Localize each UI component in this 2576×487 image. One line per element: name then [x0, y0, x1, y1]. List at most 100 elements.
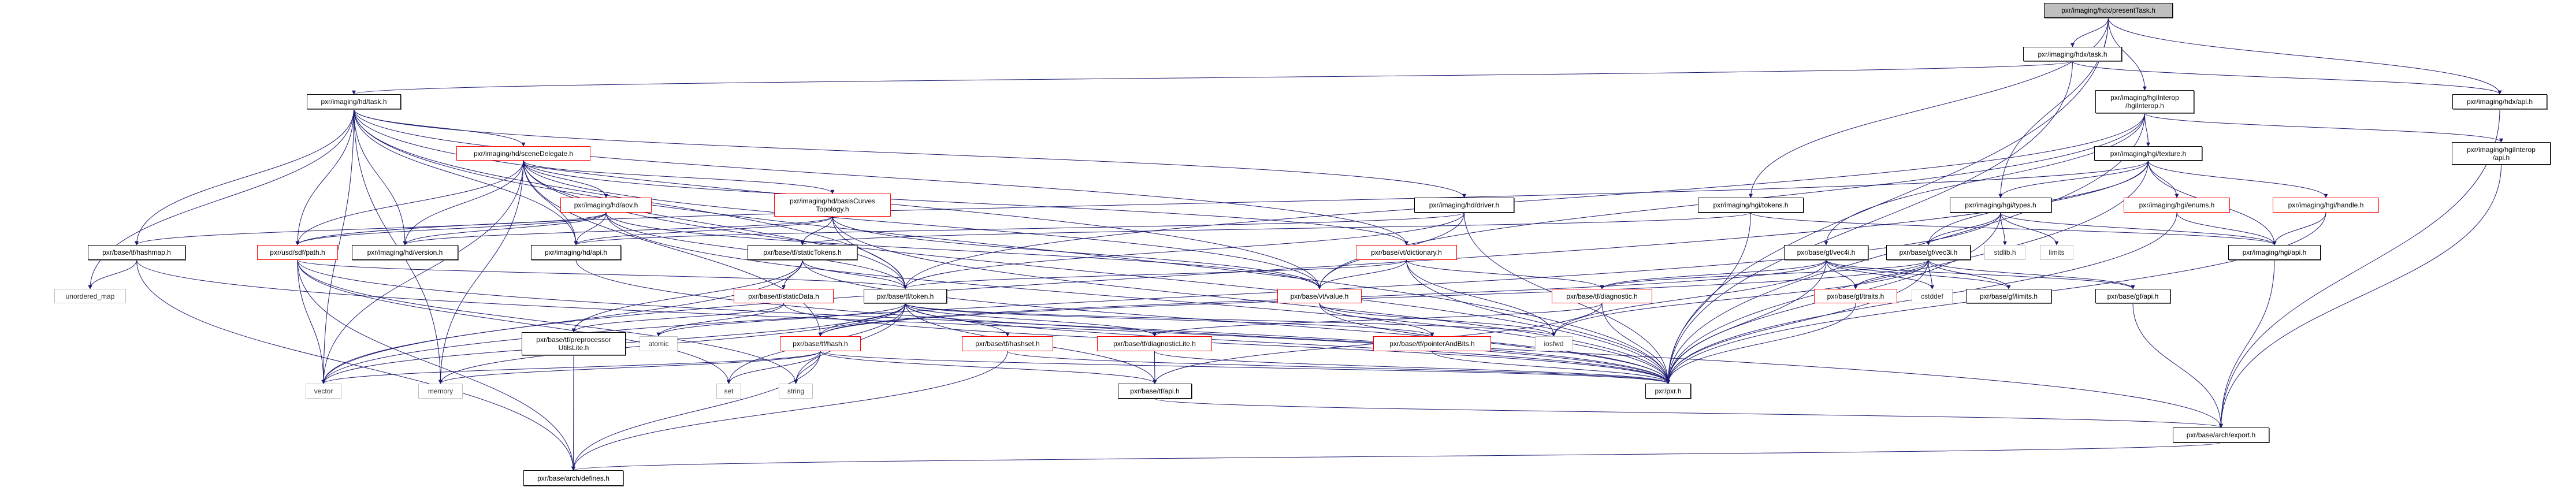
node-unordered-map: unordered_map — [54, 289, 126, 303]
edge-hgiEnums-to-hgiApi — [2176, 212, 2277, 246]
edge-driver-to-hdApi — [574, 212, 1464, 246]
edge-hgiInterop-to-token — [903, 113, 2145, 289]
edge-dictionary-to-pxr — [1406, 259, 1670, 384]
edge-hgiTypes-to-limits — [2000, 212, 2059, 246]
edge-hdTask-to-unorderedMap — [88, 109, 354, 289]
edge-vec3i-to-cstddef — [1928, 259, 1934, 289]
edge-staticData-to-pxr — [783, 303, 1670, 384]
node-hd-version[interactable]: pxr/imaging/hd/version.h — [352, 245, 458, 260]
edge-vec3i-to-gfApi — [1928, 259, 2135, 289]
edge-token-to-pointerAndBits — [905, 303, 1434, 337]
node-hashmap[interactable]: pxr/base/tf/hashmap.h — [88, 245, 185, 260]
node-present-task[interactable]: pxr/imaging/hdx/presentTask.h — [2044, 3, 2173, 18]
edge-sceneDelegate-to-hdApi — [523, 160, 578, 246]
node-hashset[interactable]: pxr/base/tf/hashset.h — [962, 336, 1053, 351]
node-diagnostic[interactable]: pxr/base/tf/diagnostic.h — [1552, 289, 1652, 303]
node-hdx-api[interactable]: pxr/imaging/hdx/api.h — [2452, 94, 2547, 109]
node-hgi-api[interactable]: pxr/imaging/hgi/api.h — [2228, 245, 2321, 260]
node-gf-limits[interactable]: pxr/base/gf/limits.h — [1966, 289, 2051, 303]
node-hgi-enums[interactable]: pxr/imaging/hgi/enums.h — [2124, 198, 2230, 213]
edge-sceneDelegate-to-hdVersion — [403, 160, 524, 246]
node-hash[interactable]: pxr/base/tf/hash.h — [780, 336, 861, 351]
node-hdx-task[interactable]: pxr/imaging/hdx/task.h — [2023, 47, 2122, 61]
node-vec4i[interactable]: pxr/base/gf/vec4i.h — [1784, 245, 1868, 260]
edge-hashset-to-pxr — [1007, 351, 1670, 384]
node-hgi-interop-api[interactable]: pxr/imaging/hgiInterop /api.h — [2452, 142, 2551, 165]
edge-hdxTask-to-hdTask — [352, 61, 2073, 95]
edge-basisCurves-to-hdApi — [574, 216, 833, 246]
node-static-data[interactable]: pxr/base/tf/staticData.h — [734, 289, 834, 303]
node-arch-export[interactable]: pxr/base/arch/export.h — [2173, 427, 2269, 443]
node-token[interactable]: pxr/base/tf/token.h — [864, 289, 947, 303]
node-iosfwd: iosfwd — [1535, 336, 1573, 351]
edge-hgiTexture-to-pxr — [1666, 160, 2148, 384]
edge-vec4i-to-cstddef — [1826, 259, 1934, 289]
edge-sdfPath-to-vector — [297, 259, 326, 384]
node-static-tokens[interactable]: pxr/base/tf/staticTokens.h — [748, 245, 857, 260]
node-traits[interactable]: pxr/base/gf/traits.h — [1814, 289, 1897, 303]
node-value[interactable]: pxr/base/vt/value.h — [1277, 289, 1362, 303]
node-arch-defines[interactable]: pxr/base/arch/defines.h — [523, 470, 623, 486]
node-cstddef: cstddef — [1912, 289, 1953, 303]
edge-hgiInterop-to-vec4i — [1824, 113, 2145, 246]
node-hgi-texture[interactable]: pxr/imaging/hgi/texture.h — [2094, 146, 2202, 161]
edge-token-to-hash — [818, 303, 906, 337]
node-pxr[interactable]: pxr/pxr.h — [1645, 384, 1691, 399]
node-aov[interactable]: pxr/imaging/hd/aov.h — [560, 198, 652, 213]
edge-hashmap-to-archDefines — [136, 259, 575, 471]
edge-hgiTypes-to-stdlib — [2000, 212, 2007, 246]
edge-hdTask-to-sdfPath — [295, 109, 354, 246]
node-vec3i[interactable]: pxr/base/gf/vec3i.h — [1886, 245, 1971, 260]
node-hgi-types[interactable]: pxr/imaging/hgi/types.h — [1950, 198, 2051, 213]
node-tf-api[interactable]: pxr/base/tf/api.h — [1118, 384, 1192, 399]
edge-hdTask-to-pxr — [354, 109, 1670, 384]
node-sdf-path[interactable]: pxr/usd/sdf/path.h — [257, 245, 338, 260]
node-hgi-handle[interactable]: pxr/imaging/hgi/handle.h — [2273, 198, 2379, 213]
edge-hdTask-to-vector — [321, 109, 354, 384]
edge-vec3i-to-iosfwd — [1552, 259, 1929, 337]
edge-hash-to-vector — [321, 351, 821, 384]
edge-basisCurves-to-token — [832, 216, 908, 289]
node-gf-api[interactable]: pxr/base/gf/api.h — [2095, 289, 2170, 303]
edge-hdxApi-to-archExport — [2219, 109, 2500, 428]
edge-sceneDelegate-to-hash — [523, 160, 823, 337]
edge-hdxTask-to-pxr — [1666, 61, 2073, 384]
node-basis-curves[interactable]: pxr/imaging/hd/basisCurves Topology.h — [774, 194, 891, 217]
node-dictionary[interactable]: pxr/base/vt/dictionary.h — [1356, 245, 1457, 260]
edge-dictionary-to-value — [1317, 259, 1407, 289]
edge-dictionary-to-diagnostic — [1406, 259, 1604, 289]
node-hd-api[interactable]: pxr/imaging/hd/api.h — [531, 245, 621, 260]
edge-hgiHandle-to-hgiApi — [2272, 212, 2326, 246]
edge-hash-to-archDefines — [571, 351, 821, 471]
edge-staticData-to-atomic — [656, 303, 784, 337]
edge-hash-to-memory — [438, 351, 821, 384]
edge-aov-to-hdApi — [574, 212, 607, 246]
edge-sdfPath-to-set — [297, 259, 731, 384]
edge-basisCurves-to-pxr — [832, 216, 1670, 384]
edge-hash-to-tfApi — [820, 351, 1157, 384]
node-preproc[interactable]: pxr/base/tf/preprocessor UtilsLite.h — [522, 332, 626, 355]
edge-aov-to-hdVersion — [403, 212, 607, 246]
edge-sceneDelegate-to-value — [523, 160, 1322, 289]
edge-aov-to-hashmap — [135, 212, 607, 246]
node-diagnostic-lite[interactable]: pxr/base/tf/diagnosticLite.h — [1097, 336, 1212, 351]
node-atomic: atomic — [640, 336, 678, 351]
node-limits: limits — [2040, 245, 2073, 260]
edge-hgiTexture-to-hgiHandle — [2148, 160, 2328, 198]
edge-sdfPath-to-archDefines — [297, 259, 575, 471]
edge-basisCurves-to-staticTokens — [800, 216, 833, 246]
node-hgi-tokens[interactable]: pxr/imaging/hgi/tokens.h — [1698, 198, 1804, 213]
edge-presentTask-to-hgiTypes — [1998, 17, 2109, 198]
node-hd-task[interactable]: pxr/imaging/hd/task.h — [307, 94, 401, 109]
edge-gfApi-to-archExport — [2132, 303, 2223, 428]
node-vector: vector — [306, 384, 341, 399]
node-scene-delegate[interactable]: pxr/imaging/hd/sceneDelegate.h — [456, 146, 590, 161]
node-pointer-and-bits[interactable]: pxr/base/tf/pointerAndBits.h — [1373, 336, 1491, 351]
edge-basisCurves-to-hdVersion — [403, 216, 833, 246]
node-driver[interactable]: pxr/imaging/hd/driver.h — [1414, 198, 1514, 213]
edge-hashset-to-archDefines — [571, 351, 1008, 471]
edge-aov-to-value — [605, 212, 1322, 289]
edge-tfApi-to-archExport — [1154, 398, 2223, 428]
node-hgi-interop[interactable]: pxr/imaging/hgiInterop /hgiInterop.h — [2095, 90, 2194, 113]
